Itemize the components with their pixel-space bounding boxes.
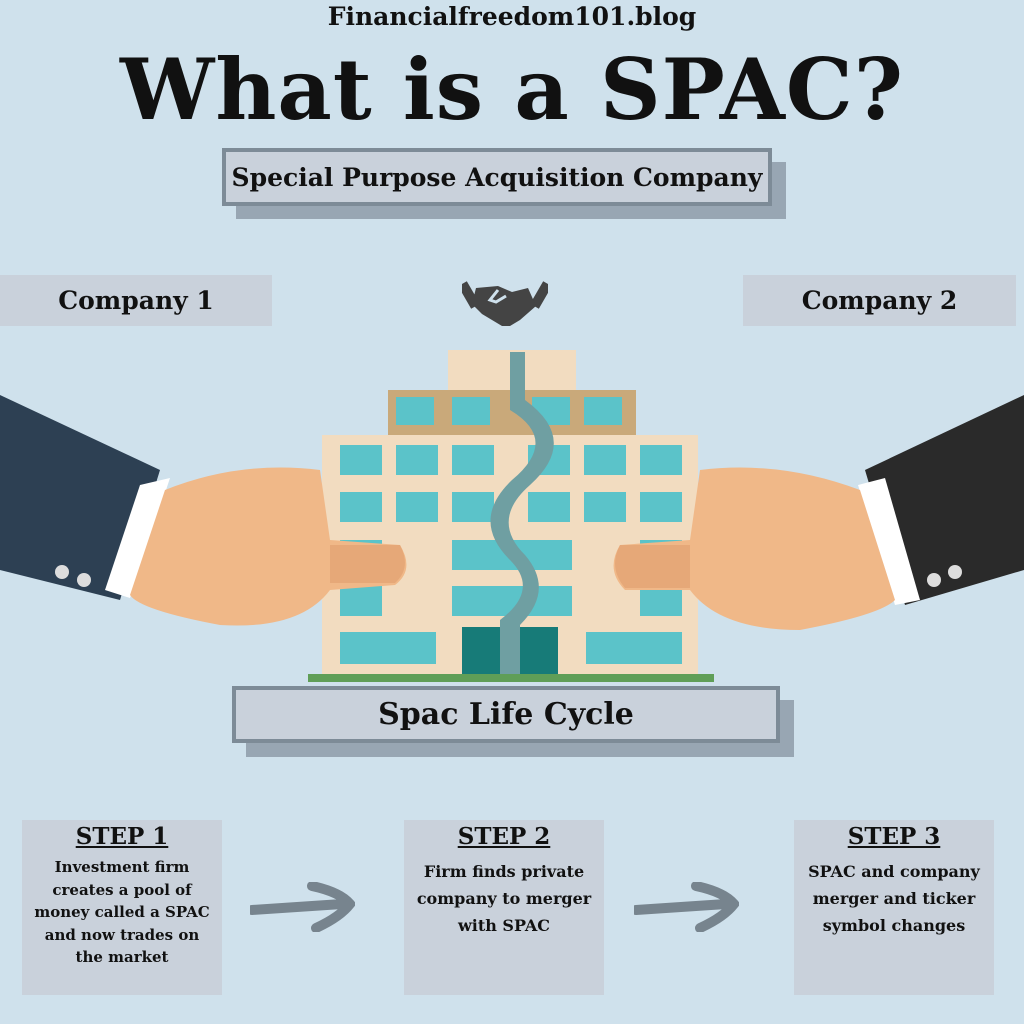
left-hand [0,395,407,626]
step-2-title: STEP 2 [457,823,551,850]
step-1-text: Investment firm creates a pool of money … [34,858,210,966]
step-3-card: STEP 3 SPAC and company merger and ticke… [794,820,994,995]
site-name: Financialfreedom101.blog [327,2,697,31]
building [308,350,714,682]
lifecycle-title: Spac Life Cycle [232,686,780,743]
step-1-card: STEP 1 Investment firm creates a pool of… [22,820,222,995]
page-title: What is a SPAC? [120,40,904,139]
arrow-right-icon [250,882,355,932]
step-3-text: SPAC and company merger and ticker symbo… [808,862,980,935]
company-1-label: Company 1 [0,275,272,326]
company-2-label: Company 2 [743,275,1016,326]
handshake-icon [462,281,548,326]
step-2-card: STEP 2 Firm finds private company to mer… [404,820,604,995]
step-2-text: Firm finds private company to merger wit… [416,862,592,935]
arrow-right-icon [634,882,739,932]
right-hand [613,395,1024,630]
step-1-title: STEP 1 [75,823,169,850]
subtitle-box: Special Purpose Acquisition Company [222,148,772,206]
step-3-title: STEP 3 [847,823,941,850]
merger-illustration [0,350,1024,682]
